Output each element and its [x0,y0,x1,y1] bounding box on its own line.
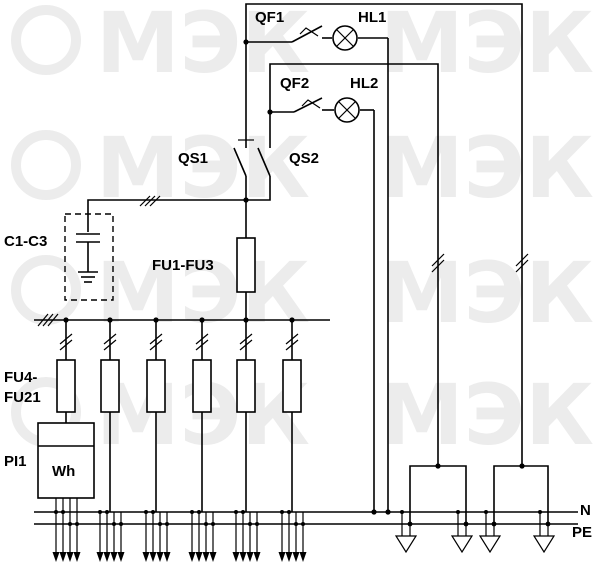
qs1-blade [233,147,247,177]
feeder-branch [52,317,81,562]
qs2-blade [257,147,271,177]
watermark-text: МЭК [96,0,310,92]
meter-label: Wh [52,463,75,480]
feeder-branch [96,317,125,562]
feeder-group [52,317,307,562]
outlet-symbol [478,510,502,554]
label-qs2: QS2 [289,150,319,167]
qf1-contact [291,25,323,43]
feeder-fuse [146,359,166,413]
qs2-bottom-wire [246,176,271,201]
fu1-fu3-fuse [236,237,256,293]
qf2-thermal-mark [301,99,321,109]
capacitor-feed-wire [87,199,246,232]
label-qf2: QF2 [280,75,309,92]
watermark-logo [11,255,81,325]
hl2-lamp [334,97,360,123]
inner-loop-wire [269,63,439,466]
feeder-fuse [56,359,76,413]
label-hl1: HL1 [358,9,386,26]
watermark-logo [11,5,81,75]
feed-tick [144,195,156,207]
feeder-fuse [192,359,212,413]
feed-tick [139,195,151,207]
label-c1-c3: C1-C3 [4,233,47,250]
qf1-thermal-mark [299,27,319,37]
qf2-contact [293,97,323,113]
outlet-symbol [450,510,474,554]
right-junctions [409,253,549,524]
feeder-fuse [100,359,120,413]
feeder-fuse [236,359,256,413]
label-pi1: PI1 [4,453,27,470]
label-fu4-line2: FU21 [4,389,41,406]
feeder-branch [188,317,217,562]
junction-dots [243,39,391,515]
label-hl2: HL2 [350,75,378,92]
distribution-bus [34,313,330,327]
label-qf1: QF1 [255,9,284,26]
watermark-logo [11,130,81,200]
meter-pi1: Wh [37,422,95,499]
watermark-text: МЭК [380,244,594,342]
feed-tick [149,195,161,207]
label-fu4-line1: FU4- [4,369,37,386]
watermark-text: МЭК [380,0,594,92]
watermark-text: МЭК [96,244,310,342]
hl1-lamp [332,25,358,51]
label-qs1: QS1 [178,150,208,167]
watermark-text: МЭК [380,366,594,464]
top-wiring [245,3,523,512]
feeder-branch [232,317,261,562]
outer-loop-wire [245,3,523,466]
outlet-group [394,510,556,554]
watermark-text: МЭК [96,119,310,217]
capacitor-branch [64,195,246,301]
watermark-text: МЭК [380,119,594,217]
outlet-symbol [394,510,418,554]
feeder-fuse [282,359,302,413]
outlet-symbol [532,510,556,554]
label-fu1-fu3: FU1-FU3 [152,257,214,274]
label-n: N [580,502,591,519]
capacitor-dashed-box [64,213,114,301]
feeder-branch [142,317,171,562]
label-pe: PE [572,524,592,541]
